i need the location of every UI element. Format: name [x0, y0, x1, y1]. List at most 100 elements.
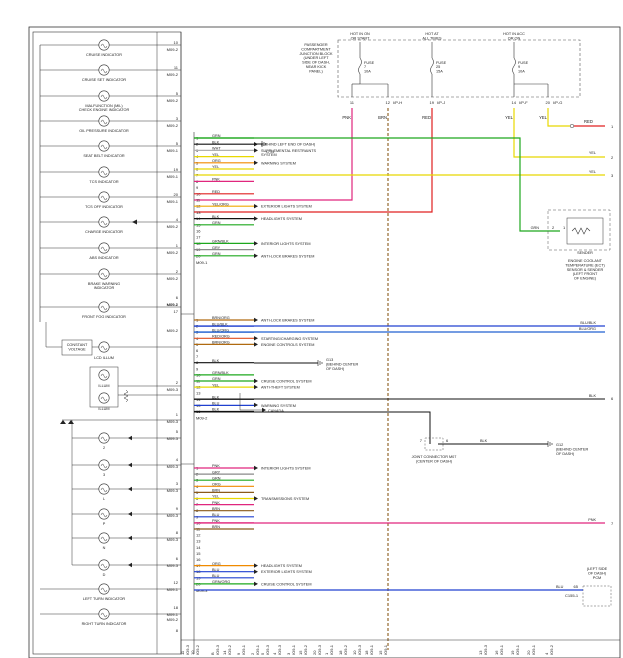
indicator-label-line: CHARGE INDICATOR [85, 230, 123, 234]
red-wire-label-line: RED [584, 119, 593, 124]
lower-cluster-pin: M09-3 [167, 464, 179, 469]
indicator-pin-line: 5 [176, 91, 179, 96]
bottom-pin-connector: IO9-1 [369, 644, 374, 655]
destination-arrow [254, 342, 258, 347]
indicator-connector: M09-2 [167, 123, 179, 128]
bottom-pin-number: 14 [222, 650, 227, 655]
connector-m09-1: 1GRN2BLK(BEHIND LEFT END OF DASH)3WHTSUP… [194, 134, 614, 265]
indicator-connector: M09-2 [167, 224, 179, 229]
bottom-pin-connector: IO9-1 [291, 644, 296, 655]
connector-wire-color-line: GRN/BLK [212, 240, 229, 244]
connector-wire-color-line: GRN [212, 221, 221, 225]
indicator-connector-line: M09-2 [167, 276, 179, 281]
warning-label: WARNING SYSTEM [261, 404, 296, 408]
connector-wire-color: GRN/BLK [212, 240, 229, 244]
indicator-lamp [98, 39, 110, 51]
indicator-label: OIL PRESSURE INDICATOR [79, 129, 129, 133]
connector-wire-color-line: GRN/ORG [212, 580, 230, 584]
connector-wire-color: ORG [212, 159, 221, 163]
connector-pin-number-line: 16 [196, 229, 201, 234]
gear-diode [68, 420, 74, 424]
connector-pin-number-line: 16 [196, 557, 201, 562]
destination-arrow [254, 496, 258, 501]
bottom-pin-connector: IO9-1 [329, 644, 334, 655]
connector-pin-number: 14 [196, 545, 201, 550]
indicator-lamp [98, 115, 110, 127]
connector-wire-color-line: YEL/ORG [212, 202, 229, 206]
bottom-pin-connector: IO9-3 [483, 644, 488, 655]
destination-label: INTERIOR LIGHTS SYSTEM [261, 467, 311, 471]
connector-pin-number-line: 11 [196, 198, 201, 203]
connector-wire-color: BRN/ORG [212, 341, 230, 345]
gear-label-line: 3 [103, 473, 105, 477]
joint-connector-box [424, 437, 444, 451]
indicator-pin: 10 [174, 40, 179, 45]
lower-cluster-pin: M09-1 [167, 612, 179, 617]
fuse-pin-connector: I/P-G [553, 100, 562, 105]
gear-indicator-lamp [98, 532, 110, 544]
right-wire-label: YEL [589, 151, 596, 155]
jc-label-line: (CENTER OF DASH) [416, 459, 453, 463]
indicator-lamp [98, 216, 110, 228]
connector-wire-color-line: GRY [212, 470, 221, 474]
bottom-pin-number: 11 [180, 650, 185, 655]
fuse-header-label-line: HOT AT [425, 32, 439, 36]
lower-cluster-pin-line: M09-2 [167, 617, 179, 622]
fuse-label-line: FUSE [518, 61, 529, 65]
destination-arrow [254, 378, 258, 384]
bottom-pin-connector: IO9-1 [241, 644, 246, 655]
gear-diode-marker [128, 535, 132, 541]
lower-cluster-pin-line: 1 [176, 412, 179, 417]
lower-cluster-pin: M09-3 [167, 537, 179, 542]
lower-cluster-pin-line: 5 [176, 429, 179, 434]
indicator-lamp [98, 301, 110, 313]
destination-label: (BEHIND LEFT END OF DASH) [261, 143, 316, 147]
indicator-lamp-filament [100, 119, 108, 125]
green-ect-wire [194, 137, 560, 232]
ect-wire-color: GRN [531, 226, 540, 230]
indicator-label-line: OIL PRESSURE INDICATOR [79, 129, 129, 133]
connector-wire-color-line: BLU [212, 402, 220, 406]
bottom-pin-connector: IO9-1 [255, 644, 260, 655]
fuse-block-label-line: JUNCTION BLOCK [299, 52, 333, 56]
bottom-pin-number: 5 [260, 652, 265, 655]
indicator-connector-line: 17 [174, 309, 179, 314]
lower-cluster-pin-line: 12 [174, 580, 179, 585]
destination-label-line: SUPPLEMENTAL RESTRAINTS [261, 149, 317, 153]
connector-name-line: M09-1 [196, 260, 208, 265]
indicator-connector-line: M09-1 [167, 148, 179, 153]
bottom-pin-number: 4 [272, 652, 277, 655]
bottom-pin-number: 18 [338, 650, 343, 655]
connector-wire-color-line: PNK [212, 178, 220, 182]
right-turn-label: RIGHT TURN INDICATOR [82, 622, 127, 626]
lower-cluster-pin: M09-3 [167, 436, 179, 441]
gear-label-line: D [103, 573, 106, 577]
gear-indicator-lamp-filament [100, 563, 108, 569]
indicator-connector: M09-2 [167, 250, 179, 255]
fuse-header-label-line: HOT IN ON [350, 32, 370, 36]
fuse-pin-connector-line: I/P-G [553, 100, 562, 105]
indicator-pin: 4 [176, 217, 179, 222]
indicator-pin: 5 [176, 141, 179, 146]
destination-arrow [254, 216, 258, 221]
lower-cluster-pin-line: M09-3 [167, 419, 179, 424]
indicator-pin: 6 [176, 295, 179, 300]
connector-name: M09-1 [196, 260, 208, 265]
fuse-block-label-line: PASSENGER [304, 43, 328, 47]
pcm-label-line: OF DASH) [588, 571, 607, 575]
indicator-pin: 20 [174, 192, 179, 197]
connector-wire-color-line: BLK [212, 215, 220, 219]
bottom-pin-connector: IO9-3 [277, 644, 282, 655]
right-wire-label: BLU/BLK [580, 321, 596, 325]
fuse-header-label-line: HOT IN ACC [503, 32, 525, 36]
connector-wire-color: BLK [212, 359, 220, 363]
gear-diode [60, 420, 66, 424]
fuse-pin-connector: I/P-H [393, 100, 402, 105]
connector-wire-color-line: YEL [212, 495, 219, 499]
gear-diode-marker [128, 511, 132, 517]
gear-label: L [103, 497, 105, 501]
